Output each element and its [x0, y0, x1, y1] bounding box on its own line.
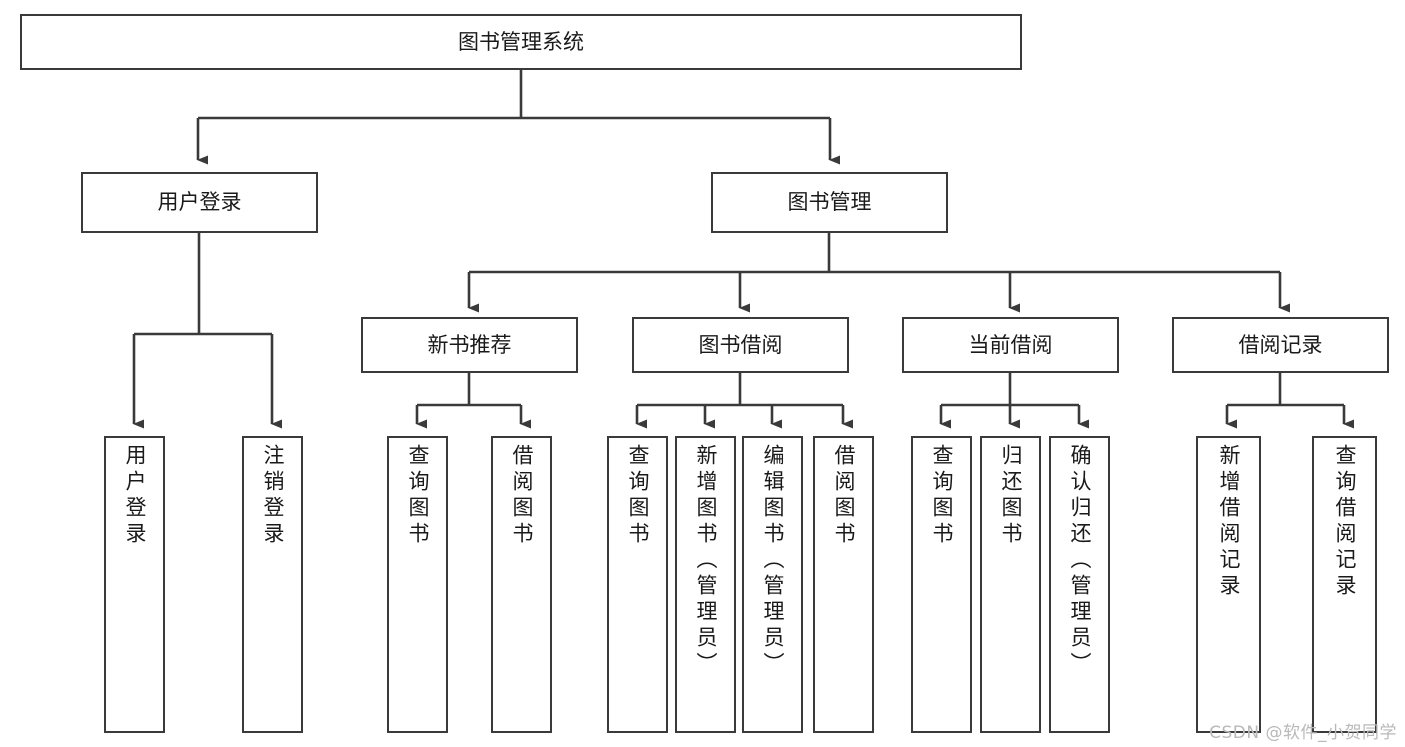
- node-label: 编辑图书（管理员）: [761, 444, 785, 678]
- leaf-query-book-current[interactable]: 查询图书: [911, 436, 972, 733]
- node-label: 新增借阅记录: [1217, 444, 1241, 600]
- node-label: 借阅图书: [832, 444, 856, 548]
- node-label: 新增图书（管理员）: [694, 444, 718, 678]
- node-label: 注销登录: [261, 444, 285, 548]
- node-label: 用户登录: [123, 444, 147, 548]
- node-label: 图书管理系统: [458, 29, 584, 54]
- leaf-borrow-book-recommend[interactable]: 借阅图书: [491, 436, 552, 733]
- node-borrow-record[interactable]: 借阅记录: [1172, 317, 1389, 373]
- leaf-query-book-recommend[interactable]: 查询图书: [387, 436, 448, 733]
- leaf-logout[interactable]: 注销登录: [242, 436, 303, 733]
- node-label: 借阅记录: [1238, 332, 1323, 357]
- node-label: 确认归还（管理员）: [1068, 444, 1092, 678]
- node-label: 查询图书: [626, 444, 650, 548]
- leaf-edit-book-admin[interactable]: 编辑图书（管理员）: [742, 436, 803, 733]
- node-label: 用户登录: [157, 190, 242, 215]
- leaf-add-borrow-record[interactable]: 新增借阅记录: [1196, 436, 1261, 733]
- node-label: 图书管理: [787, 190, 872, 215]
- node-label: 图书借阅: [698, 332, 783, 357]
- node-label: 当前借阅: [968, 332, 1053, 357]
- node-label: 借阅图书: [510, 444, 534, 548]
- watermark-text: CSDN @软件_小贺同学: [1209, 723, 1397, 743]
- node-current-borrow[interactable]: 当前借阅: [902, 317, 1119, 373]
- node-book-management[interactable]: 图书管理: [711, 172, 948, 233]
- leaf-add-book-admin[interactable]: 新增图书（管理员）: [675, 436, 736, 733]
- node-label: 查询借阅记录: [1333, 444, 1357, 600]
- node-label: 新书推荐: [427, 332, 512, 357]
- node-new-book-recommend[interactable]: 新书推荐: [361, 317, 578, 373]
- node-label: 查询图书: [930, 444, 954, 548]
- leaf-query-book-borrow[interactable]: 查询图书: [607, 436, 668, 733]
- node-label: 归还图书: [999, 444, 1023, 548]
- leaf-confirm-return-admin[interactable]: 确认归还（管理员）: [1049, 436, 1110, 733]
- leaf-return-book[interactable]: 归还图书: [980, 436, 1041, 733]
- node-label: 查询图书: [406, 444, 430, 548]
- node-user-login[interactable]: 用户登录: [81, 172, 318, 233]
- leaf-borrow-book[interactable]: 借阅图书: [813, 436, 874, 733]
- leaf-user-login[interactable]: 用户登录: [104, 436, 165, 733]
- node-book-borrow[interactable]: 图书借阅: [632, 317, 849, 373]
- node-root-system[interactable]: 图书管理系统: [20, 14, 1022, 70]
- leaf-query-borrow-record[interactable]: 查询借阅记录: [1312, 436, 1377, 733]
